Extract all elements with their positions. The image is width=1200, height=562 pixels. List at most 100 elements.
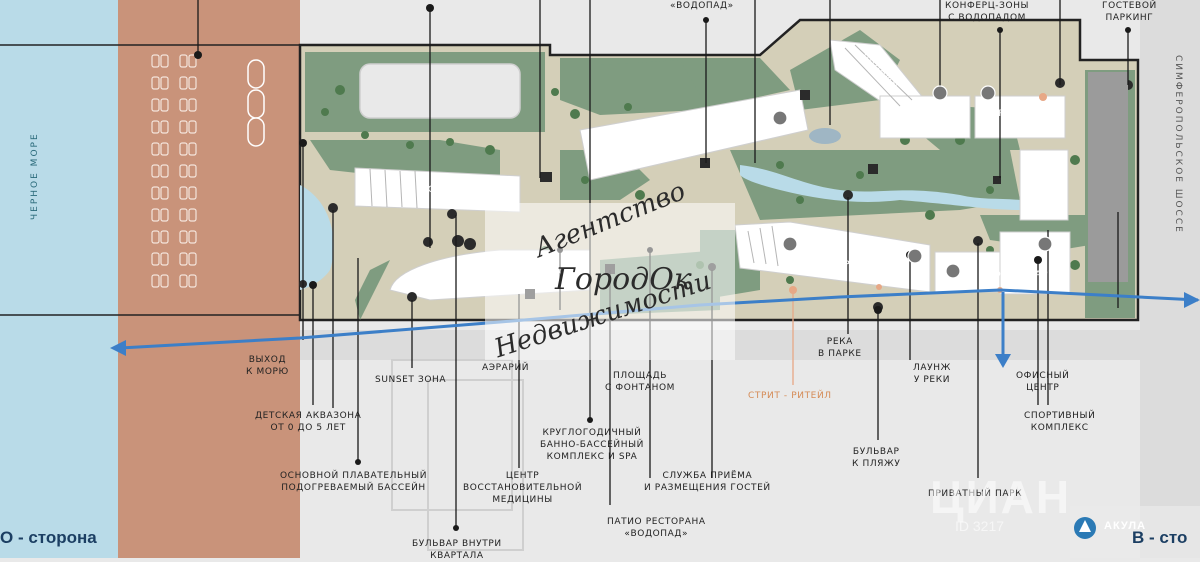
- beach-lounger: [160, 274, 169, 288]
- route-arrows: [119, 288, 1199, 360]
- beach-lounger: [151, 98, 160, 112]
- building-hotel-label: ОТЕЛЬ БРИЗ: [428, 185, 499, 195]
- beach-lounger: [151, 120, 160, 134]
- label-top-parking: ГОСТЕВОЙ ПАРКИНГ: [1102, 1, 1157, 23]
- beach-lounger: [160, 164, 169, 178]
- beach-lounger: [179, 76, 188, 90]
- watermark-line2: ГородОк: [555, 262, 692, 297]
- beach-lounger: [179, 164, 188, 178]
- building-stripes: [369, 44, 913, 267]
- beach-lounger: [179, 186, 188, 200]
- beach-lounger: [160, 120, 169, 134]
- beach-lounger: [151, 76, 160, 90]
- building-sky: [579, 89, 809, 181]
- arrow-heads: [110, 292, 1200, 368]
- beach-lounger: [188, 54, 197, 68]
- beach-lounger: [188, 208, 197, 222]
- beach-lounger: [160, 186, 169, 200]
- label-exit-sea: ВЫХОД К МОРЮ: [246, 355, 289, 377]
- cian-watermark: ЦИАН: [930, 471, 1072, 523]
- label-boulevard-quarter: БУЛЬВАР ВНУТРИ КВАРТАЛА: [412, 539, 502, 561]
- beach-lounger: [160, 54, 169, 68]
- beach-lounger: [160, 252, 169, 266]
- highway-label: СИМФЕРОПОЛЬСКОЕ ШОССЕ: [1173, 55, 1183, 234]
- building-park-label: ПАРК АПАРТ: [983, 109, 1053, 119]
- beach-lounger: [151, 186, 160, 200]
- beach-lounger: [188, 252, 197, 266]
- building-estet-label: ЭСТЕТ АПАРТ: [782, 260, 858, 270]
- beach-lounger: [151, 142, 160, 156]
- label-lounge: ЛАУНЖ У РЕКИ: [913, 363, 951, 385]
- beach-lounger: [151, 252, 160, 266]
- beach-lounger: [151, 274, 160, 288]
- label-sunset: SUNSET ЗОНА: [375, 375, 447, 385]
- beach-lounger: [188, 120, 197, 134]
- beach-lounger: [179, 54, 188, 68]
- building-park: [974, 95, 1066, 139]
- callout-lines: [197, 0, 1129, 528]
- pool-beach: [300, 185, 334, 290]
- beach-lounger: [160, 98, 169, 112]
- label-rehab: ЦЕНТР ВОССТАНОВИТЕЛЬНОЙ МЕДИЦИНЫ: [463, 471, 583, 505]
- building-tsky: [879, 95, 971, 139]
- label-spa: КРУГЛОГОДИЧНЫЙ БАННО-БАССЕЙНЫЙ КОМПЛЕКС …: [540, 428, 644, 462]
- building-estet: [734, 221, 931, 293]
- fountain: [809, 128, 841, 144]
- beach-lounger: [179, 98, 188, 112]
- outline-building-bottom: [391, 359, 513, 511]
- building-tsky-label: ТСКИЙ: [932, 109, 970, 119]
- label-private-park: ПРИВАТНЫЙ ПАРК: [928, 489, 1023, 499]
- buildings: [354, 39, 1071, 301]
- building-rouz: [999, 231, 1071, 295]
- highway-road: [1140, 0, 1200, 558]
- label-river-park: РЕКА В ПАРКЕ: [818, 337, 862, 359]
- pool-large: [359, 63, 521, 119]
- label-top-vodopad: «ВОДОПАД»: [670, 1, 734, 11]
- bottom-road: [300, 330, 1200, 360]
- beach-lounger: [160, 142, 169, 156]
- building-rouz-label: РОУЗ АПАРТ: [987, 270, 1056, 280]
- label-patio: ПАТИО РЕСТОРАНА «ВОДОПАД»: [607, 517, 706, 539]
- watermark-box: [485, 203, 735, 360]
- beach-lounger: [188, 142, 197, 156]
- label-reception: СЛУЖБА ПРИЁМА И РАЗМЕЩЕНИЯ ГОСТЕЙ: [644, 471, 771, 493]
- river: [740, 165, 1020, 210]
- beach-lounger: [188, 76, 197, 90]
- beach-lounger: [179, 142, 188, 156]
- beach-lounger: [160, 230, 169, 244]
- beach-lounger: [188, 230, 197, 244]
- beach-lounger: [188, 164, 197, 178]
- label-office: ОФИСНЫЙ ЦЕНТР: [1016, 371, 1070, 393]
- beach-pods: [247, 59, 265, 147]
- beach-area: [118, 0, 300, 558]
- beach-lounger: [151, 230, 160, 244]
- side-right-label: В - сто: [1132, 528, 1188, 547]
- beach-lounger: [179, 274, 188, 288]
- cian-id: ID 3217: [955, 518, 1005, 534]
- beach-lounger: [188, 274, 197, 288]
- side-left-label: О - сторона: [0, 528, 97, 547]
- beach-lounger: [188, 98, 197, 112]
- beach-lounger: [151, 164, 160, 178]
- beach-lounger: [179, 252, 188, 266]
- beach-lounger: [160, 208, 169, 222]
- label-boulevard-beach: БУЛЬВАР К ПЛЯЖУ: [852, 447, 901, 469]
- label-kids-aqua: ДЕТСКАЯ АКВАЗОНА ОТ 0 ДО 5 ЛЕТ: [255, 411, 362, 433]
- label-aerary: АЭРАРИЙ: [482, 363, 530, 373]
- beach-lounger: [179, 120, 188, 134]
- label-top-konf: КОНФЕРЦ-ЗОНЫ С ВОДОПАДОМ: [945, 1, 1030, 23]
- apartment-markers: [772, 85, 1053, 279]
- beach-lounger: [179, 230, 188, 244]
- beach-lounger: [151, 54, 160, 68]
- beach-lounger: [151, 208, 160, 222]
- beach-lounger: [188, 186, 197, 200]
- beach-lounger: [179, 208, 188, 222]
- label-main-pool: ОСНОВНОЙ ПЛАВАТЕЛЬНЫЙ ПОДОГРЕВАЕМЫЙ БАСС…: [280, 471, 428, 493]
- building-kristall-label: КРИСТАЛЛ: [1036, 158, 1046, 218]
- guest-parking: [1088, 72, 1128, 282]
- label-street-retail: СТРИТ - РИТЕЙЛ: [748, 391, 832, 401]
- building-aparts-label: АПАР: [540, 268, 570, 278]
- sea-area: [0, 0, 118, 558]
- building-kristall: [1019, 149, 1069, 221]
